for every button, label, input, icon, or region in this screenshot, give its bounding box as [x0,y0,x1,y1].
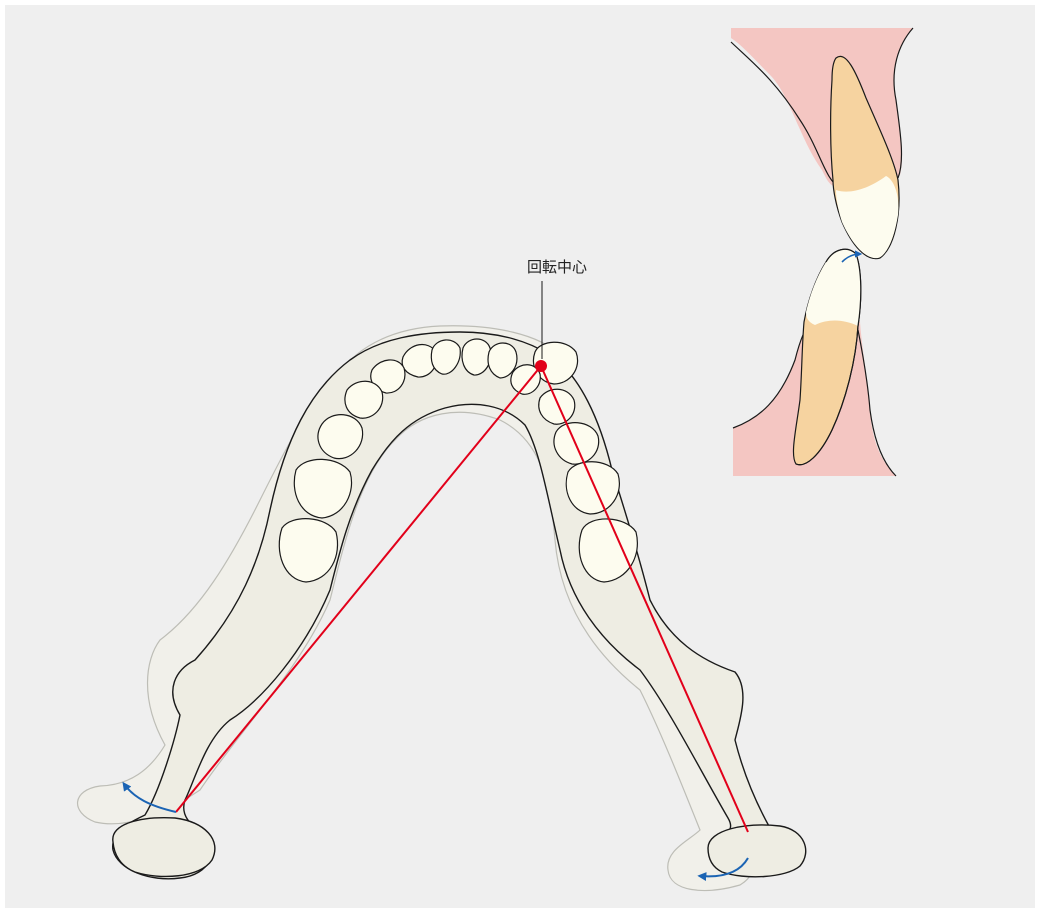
left-condyle [113,818,215,877]
tooth [539,389,575,424]
right-condyle [708,825,806,877]
incisor-inset [731,28,913,476]
movement-arrows [124,784,748,876]
rotation-center-marker [535,360,547,372]
lower-incisor-enamel [806,249,861,326]
rotation-center-label: 回転中心 [527,258,587,276]
